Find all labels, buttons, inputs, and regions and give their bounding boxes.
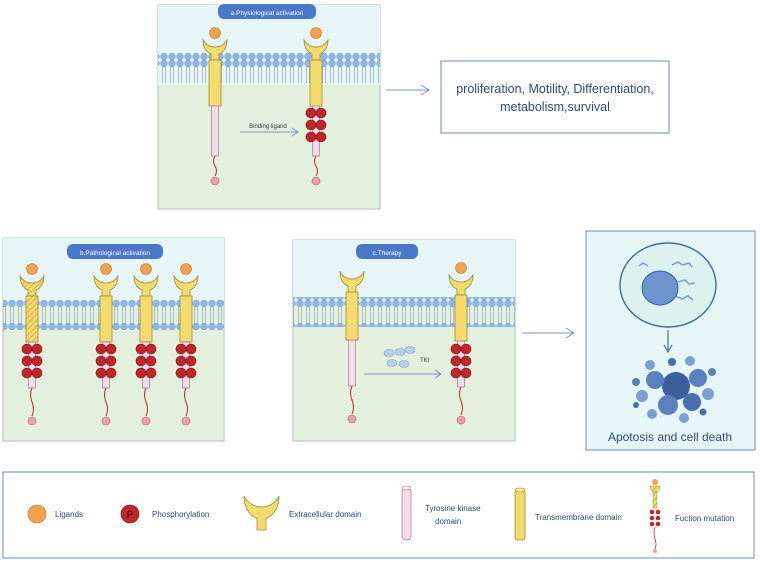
apoptosis-caption: Apotosis and cell death: [608, 430, 732, 444]
tki-label: TKI: [420, 358, 430, 364]
panel-c-title: c.Therapy: [373, 250, 403, 257]
panel-a: a.Physiological activation Binding ligan…: [157, 4, 381, 210]
ligand-icon: [310, 27, 322, 39]
receptor-active: [303, 27, 329, 186]
outcome-line1: proliferation, Motility, Differentiation…: [456, 82, 654, 96]
legend-phosphorylation: Phosphorylation: [152, 510, 209, 519]
extracellular-domain-icon: [243, 495, 280, 531]
ligand-icon: [209, 27, 221, 39]
binding-ligand-label: Binding ligand: [249, 124, 287, 130]
receptor-active: [448, 262, 474, 425]
membrane-bilayer: [293, 297, 515, 327]
phosphorylation-icon: [120, 504, 140, 524]
overexpressed-receptors: [93, 263, 199, 426]
panel-b-title: b.Pathological activation: [80, 250, 150, 257]
ligand-icon: [27, 504, 47, 524]
panel-d: Apotosis and cell death: [585, 230, 756, 451]
legend-mutation: Fuction mutation: [675, 514, 734, 523]
legend-extracellular: Extracellular domain: [289, 510, 361, 519]
legend-transmembrane: Transmembrane domain: [535, 513, 622, 522]
legend-ligands: Ligands: [55, 510, 83, 519]
transmembrane-domain-icon: [514, 487, 526, 541]
legend-tyrosine-kinase-line1: Tyrosine kinase: [425, 504, 481, 513]
panel-b: b.Pathological activation: [2, 237, 225, 442]
mutated-receptor: [19, 263, 45, 426]
outcome-box: proliferation, Motility, Differentiation…: [440, 60, 670, 134]
legend-tyrosine-kinase-line2: domain: [435, 517, 461, 526]
phosphorylation-symbol: P: [127, 510, 134, 521]
panel-a-title: a.Physiological activation: [231, 10, 304, 17]
tki-molecules: [383, 346, 416, 368]
healthy-cell-icon: [619, 242, 717, 328]
outcome-line2: metabolism,survival: [500, 100, 610, 114]
legend: Ligands P Phosphorylation Extracellular …: [2, 471, 755, 559]
panel-a-title-box: [218, 4, 316, 19]
membrane-bilayer: [158, 53, 380, 83]
function-mutation-icon: [649, 479, 661, 553]
tyrosine-kinase-icon: [401, 485, 412, 541]
receptor-inactive: [202, 27, 228, 186]
receptor-inhibited: [339, 270, 365, 424]
apoptotic-cell-icon: [632, 356, 716, 423]
panel-c: c.Therapy TKI: [292, 239, 516, 442]
